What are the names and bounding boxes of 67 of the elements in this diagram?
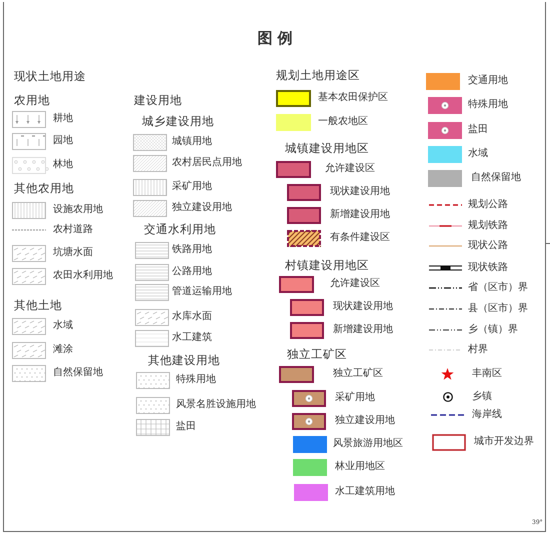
legend-text: 特殊用地: [468, 99, 508, 111]
section-heading: 其他建设用地: [148, 353, 220, 367]
legend-title: 图 例: [256, 29, 294, 47]
legend-text: 水库水面: [172, 311, 212, 323]
legend-text: 滩涂: [53, 344, 73, 356]
legend-text: 林业用地区: [335, 461, 385, 473]
legend-text: 农村道路: [53, 224, 93, 236]
legend-text: 县（区市）界: [468, 303, 528, 315]
legend-text: 耕地: [53, 113, 73, 125]
section-heading: 村镇建设用地区: [285, 258, 369, 272]
section-heading: 现状土地用途: [14, 69, 86, 83]
legend-text: 新增建设用地: [330, 209, 390, 221]
legend-text: 现状公路: [468, 240, 508, 252]
legend-text: 林地: [53, 159, 73, 171]
legend-text: 乡（镇）界: [468, 324, 518, 336]
legend-text: 铁路用地: [172, 244, 212, 256]
legend-text: 管道运输用地: [172, 286, 232, 298]
legend-text: 公路用地: [172, 266, 212, 278]
legend-text: 设施农用地: [53, 204, 103, 216]
legend-text: 允许建设区: [330, 278, 380, 290]
legend-text: 园地: [53, 135, 73, 147]
legend-text: 村界: [468, 344, 488, 356]
legend-text: 盐田: [468, 124, 488, 136]
legend-text: 水域: [53, 320, 73, 332]
legend-text: 省（区市）界: [468, 282, 528, 294]
section-heading: 规划土地用途区: [276, 68, 360, 82]
legend-text: 自然保留地: [53, 367, 103, 379]
section-heading: 其他农用地: [14, 181, 74, 195]
legend-text: 现状建设用地: [330, 186, 390, 198]
section-heading: 建设用地: [134, 93, 182, 107]
legend-text: 农田水利用地: [53, 270, 113, 282]
section-heading: 农用地: [14, 93, 50, 107]
legend-text: 允许建设区: [325, 163, 375, 175]
legend-text: 特殊用地: [176, 374, 216, 386]
legend-text: 水工建筑: [172, 332, 212, 344]
section-heading: 城乡建设用地: [142, 114, 214, 128]
section-heading: 其他土地: [14, 298, 62, 312]
legend-text: 城镇用地: [172, 136, 212, 148]
legend-text: 独立建设用地: [172, 202, 232, 214]
legend-text: 规划公路: [468, 199, 508, 211]
legend-text: 交通用地: [468, 75, 508, 87]
legend-text: 采矿用地: [335, 392, 375, 404]
legend-text: 新增建设用地: [333, 324, 393, 336]
section-heading: 城镇建设用地区: [285, 141, 369, 155]
legend-text: 独立建设用地: [335, 415, 395, 427]
legend-text: 自然保留地: [471, 172, 521, 184]
legend-text: 城市开发边界: [474, 436, 534, 448]
legend-text: 一般农地区: [318, 116, 368, 128]
legend-text: 独立工矿区: [333, 368, 383, 380]
legend-text: 盐田: [176, 421, 196, 433]
legend-text: 风景旅游用地区: [333, 438, 403, 450]
legend-text: 坑塘水面: [53, 247, 93, 259]
legend-text: 规划铁路: [468, 220, 508, 232]
legend-text: 丰南区: [472, 368, 502, 380]
legend-text: 乡镇: [472, 391, 492, 403]
legend-text: 现状建设用地: [333, 301, 393, 313]
legend-text: 采矿用地: [172, 181, 212, 193]
section-heading: 独立工矿区: [287, 347, 347, 361]
legend-text: 现状铁路: [468, 262, 508, 274]
legend-text: 海岸线: [472, 409, 502, 421]
legend-text: 农村居民点用地: [172, 157, 242, 169]
legend-text: 水域: [468, 148, 488, 160]
legend-text: 水工建筑用地: [335, 486, 395, 498]
legend-text: 有条件建设区: [330, 232, 390, 244]
legend-text: 基本农田保护区: [318, 92, 388, 104]
legend-text: 风景名胜设施用地: [176, 399, 256, 411]
section-heading: 交通水利用地: [144, 222, 216, 236]
